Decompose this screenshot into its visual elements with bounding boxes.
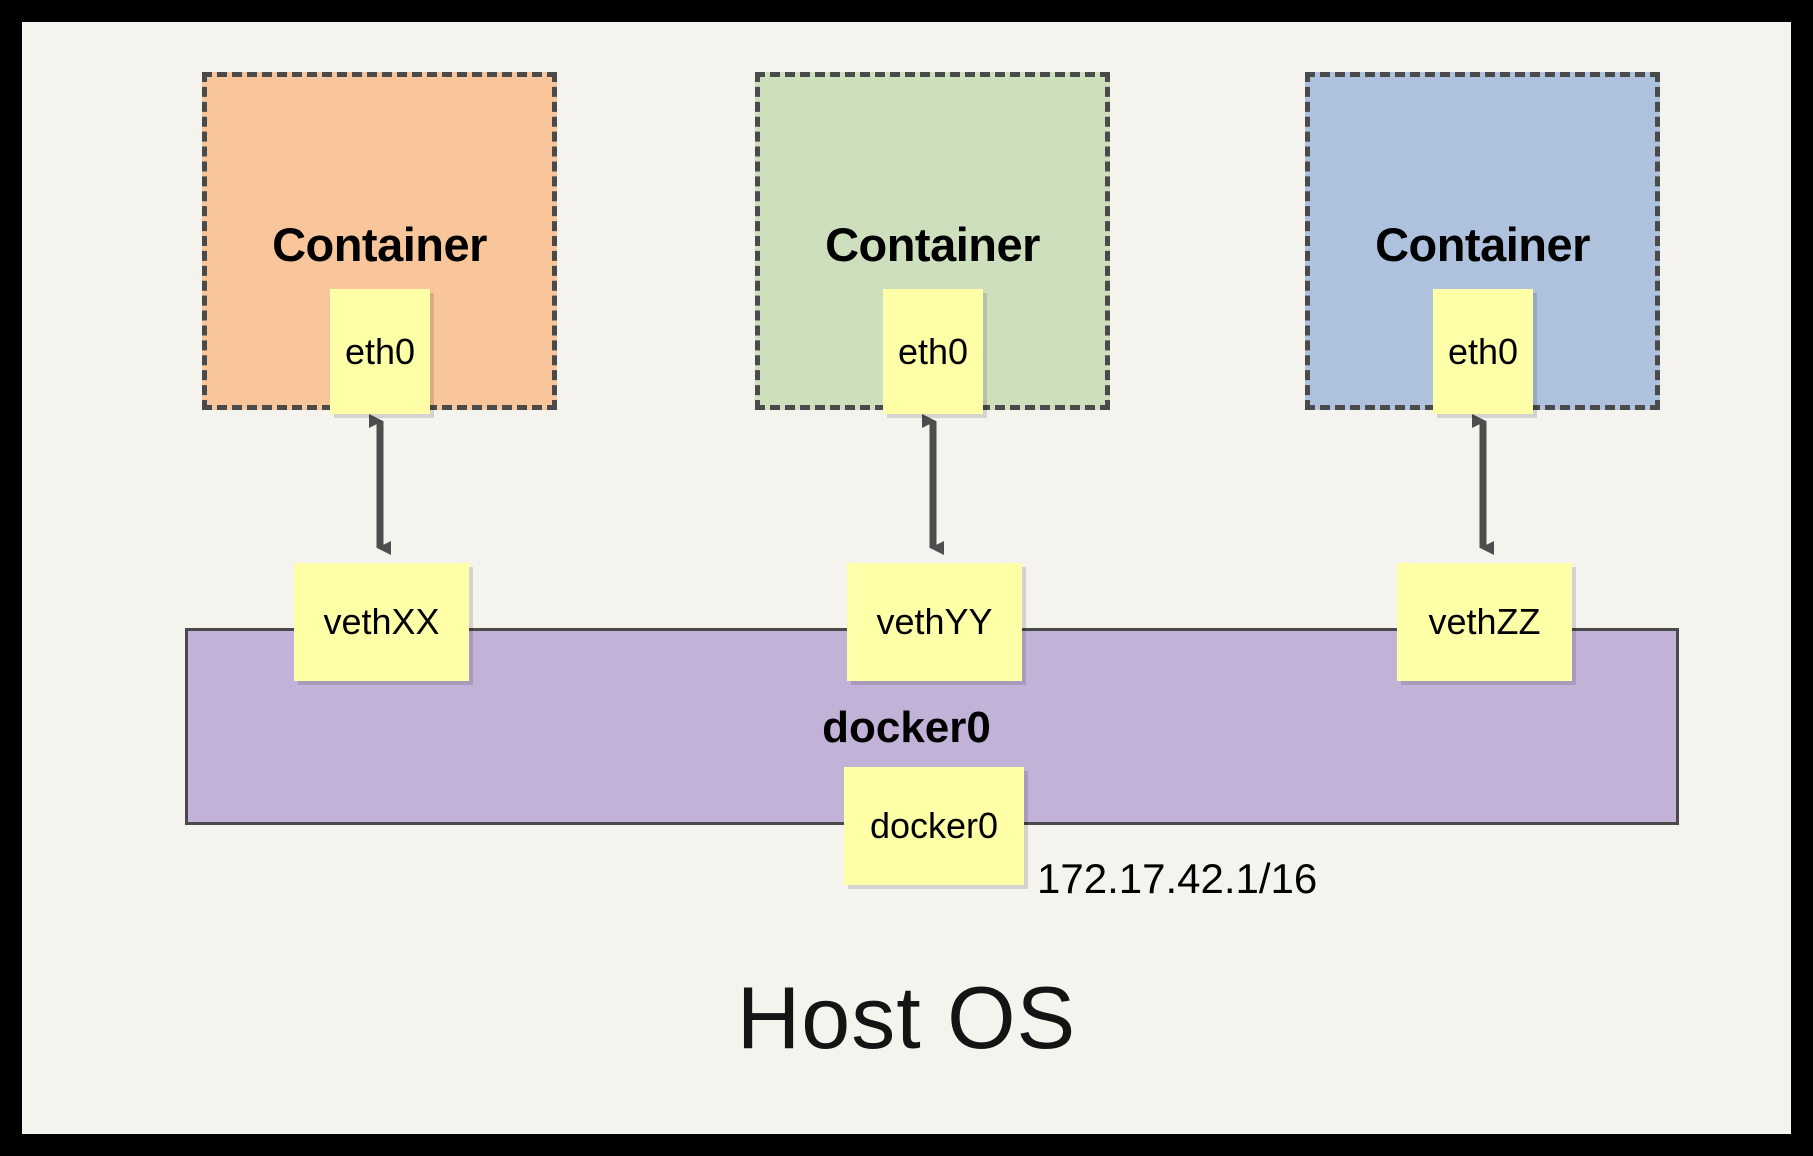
docker0-interface-label: docker0 xyxy=(869,805,999,846)
eth0-box-2: eth0 xyxy=(883,289,983,414)
eth0-label-3: eth0 xyxy=(1447,330,1519,372)
docker0-ip-address: 172.17.42.1/16 xyxy=(1037,855,1318,902)
veth-label-3: vethZZ xyxy=(1428,601,1541,642)
docker0-interface-box: docker0 xyxy=(844,767,1024,885)
diagram-canvas: Container eth0 Container eth0 Container … xyxy=(22,22,1791,1134)
veth-box-1: vethXX xyxy=(294,563,469,681)
eth0-label-1: eth0 xyxy=(344,330,416,372)
veth-box-2: vethYY xyxy=(847,563,1022,681)
eth0-label-2: eth0 xyxy=(897,330,969,372)
veth-label-2: vethYY xyxy=(876,601,993,642)
eth0-box-1: eth0 xyxy=(330,289,430,414)
veth-link-arrow-2 xyxy=(922,414,944,555)
container-title-3: Container xyxy=(1375,218,1590,271)
veth-label-1: vethXX xyxy=(323,601,440,642)
container-title-2: Container xyxy=(825,218,1040,271)
veth-link-arrow-1 xyxy=(369,414,391,555)
docker0-bridge-label: docker0 xyxy=(822,703,991,752)
veth-link-arrow-3 xyxy=(1472,414,1494,555)
host-os-label: Host OS xyxy=(736,968,1077,1067)
container-title-1: Container xyxy=(272,218,487,271)
veth-box-3: vethZZ xyxy=(1397,563,1572,681)
eth0-box-3: eth0 xyxy=(1433,289,1533,414)
